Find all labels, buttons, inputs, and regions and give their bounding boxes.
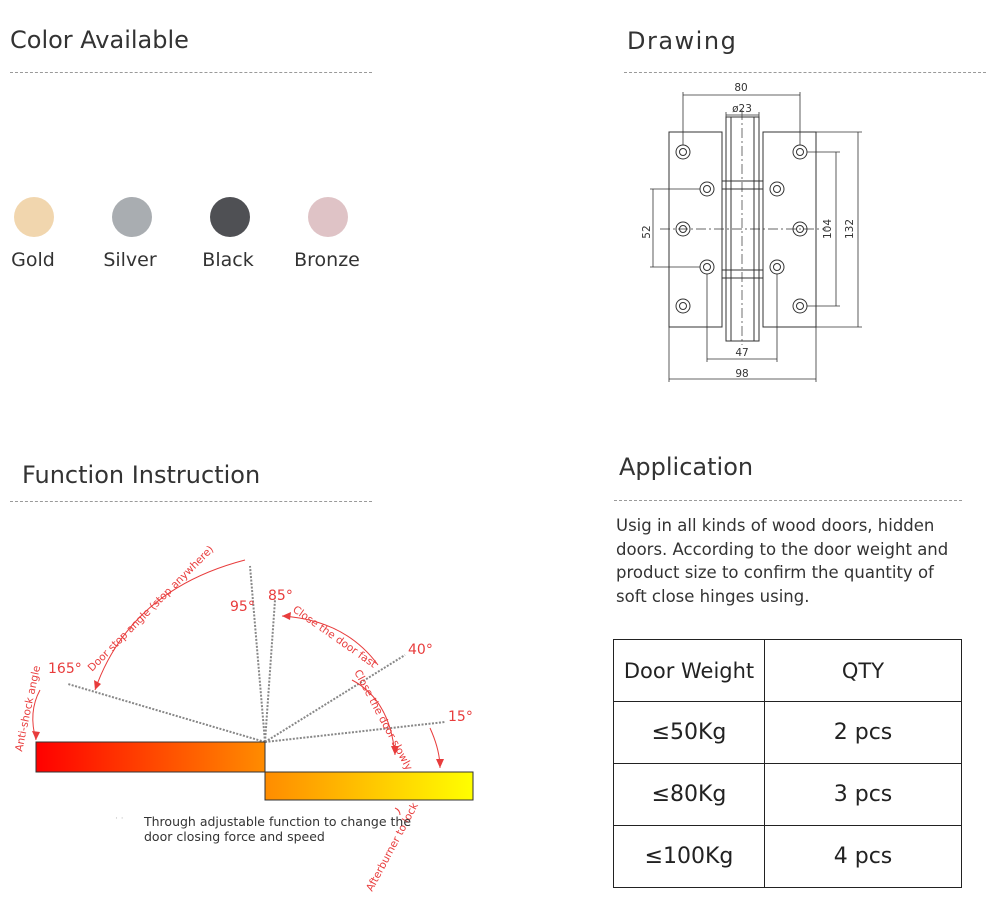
hinge-technical-drawing: 80 ø23 52 104 132 47 98	[641, 82, 862, 382]
table-row: ≤50Kg 2 pcs	[613, 701, 962, 764]
weight-qty-table: Door Weight QTY ≤50Kg 2 pcs ≤80Kg 3 pcs …	[613, 639, 962, 888]
function-note-line2: door closing force and speed	[144, 829, 325, 844]
qty-cell: 4 pcs	[764, 825, 962, 888]
function-note-line1: Through adjustable function to change th…	[144, 814, 412, 829]
swatch-circle	[112, 197, 152, 237]
dim-inner-height: 104	[822, 219, 834, 239]
weight-cell: ≤50Kg	[613, 701, 765, 764]
application-section-divider	[614, 500, 962, 501]
angle-40-label: 40°	[408, 642, 433, 658]
table-row: ≤80Kg 3 pcs	[613, 763, 962, 826]
swatch-circle	[14, 197, 54, 237]
dim-left-height: 52	[641, 225, 653, 238]
application-description: Usig in all kinds of wood doors, hidden …	[616, 514, 966, 608]
angle-15-label: 15°	[448, 709, 473, 725]
angle-85-label: 85°	[268, 588, 293, 604]
function-section-divider	[10, 501, 372, 502]
table-row: ≤100Kg 4 pcs	[613, 825, 962, 888]
dim-top-width: 80	[734, 82, 747, 94]
door-closed-bar	[264, 771, 474, 801]
dim-bottom-inner: 47	[735, 347, 748, 359]
color-section-divider	[10, 72, 372, 73]
table-header-row: Door Weight QTY	[613, 639, 962, 702]
drawing-section-divider	[624, 72, 986, 73]
swatch-label: Silver	[103, 249, 157, 271]
swatch-circle	[210, 197, 250, 237]
header-qty: QTY	[764, 639, 962, 702]
function-note: Through adjustable function to change th…	[144, 814, 411, 844]
door-open-bar	[35, 741, 266, 773]
stop-anywhere-label: Door stop angle (stop anywhere)	[86, 543, 217, 674]
function-instruction-title: Function Instruction	[22, 461, 261, 489]
angle-95-label: 95°	[230, 599, 255, 615]
swatch-circle	[308, 197, 348, 237]
swatch-label: Bronze	[294, 249, 360, 271]
color-available-title: Color Available	[10, 26, 189, 54]
close-fast-label: Close the door fast	[290, 604, 378, 671]
swatch-label: Gold	[11, 249, 55, 271]
angle-165-label: 165°	[48, 661, 82, 677]
drawing-title: Drawing	[627, 27, 738, 55]
qty-cell: 2 pcs	[764, 701, 962, 764]
description-line: product size to confirm the quantity of	[616, 563, 934, 582]
door-angle-diagram: 165° 95° 85° 40° 15° Anti-shock angle Do…	[13, 543, 474, 893]
weight-cell: ≤80Kg	[613, 763, 765, 826]
close-slowly-label: Close the door slowly	[351, 668, 414, 773]
description-line: Usig in all kinds of wood doors, hidden	[616, 516, 935, 535]
description-line: soft close hinges using.	[616, 586, 810, 606]
dim-diameter: ø23	[732, 103, 752, 115]
anti-shock-label: Anti-shock angle	[13, 664, 43, 752]
qty-cell: 3 pcs	[764, 763, 962, 826]
note-marker: · ·	[115, 814, 124, 824]
weight-cell: ≤100Kg	[613, 825, 765, 888]
description-line: doors. According to the door weight and	[616, 539, 949, 559]
header-door-weight: Door Weight	[613, 639, 765, 702]
dim-outer-height: 132	[844, 219, 856, 239]
application-title: Application	[619, 453, 754, 481]
swatch-label: Black	[202, 249, 254, 271]
dim-bottom-outer: 98	[735, 368, 748, 380]
